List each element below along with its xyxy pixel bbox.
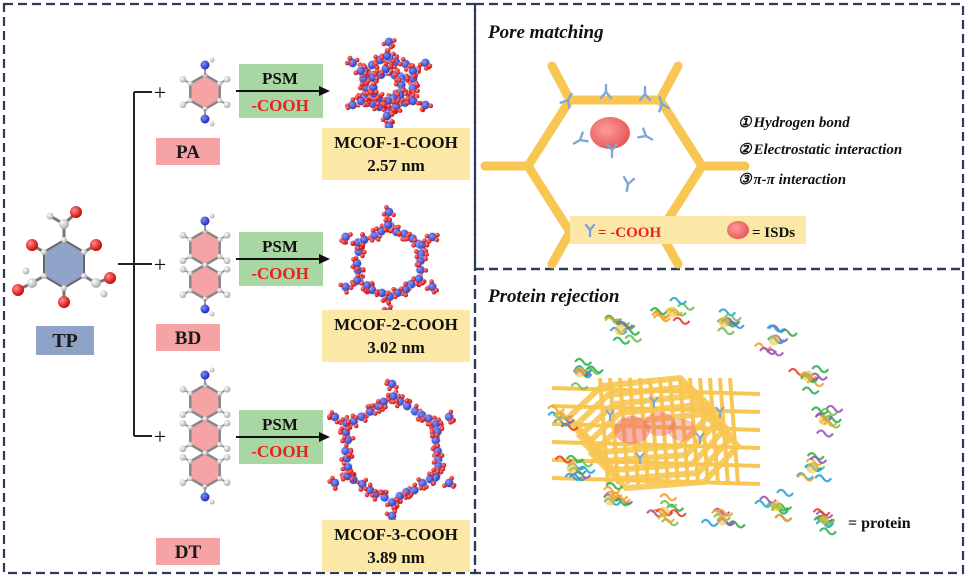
tp-molecule [12,206,116,308]
isd-molecule [590,117,630,149]
svg-text:= ISDs: = ISDs [752,225,795,241]
svg-text:MCOF-2-COOH: MCOF-2-COOH [334,315,458,334]
linker-molecules [180,58,231,505]
pore-matching-title: Pore matching [487,22,604,43]
linker-label-bd: BD [175,328,201,349]
protein-rejection-title: Protein rejection [487,286,619,307]
svg-text:③π-π interaction: ③π-π interaction [738,172,846,188]
psm-step-2: PSM -COOH [236,232,330,286]
psm-step-1: PSM -COOH [236,64,330,118]
plus-sign-3: + [154,424,166,449]
svg-text:PSM: PSM [262,237,298,256]
svg-text:MCOF-1-COOH: MCOF-1-COOH [334,133,458,152]
svg-text:2.57 nm: 2.57 nm [367,156,425,175]
psm-step-3: PSM -COOH [236,410,330,464]
svg-text:-COOH: -COOH [251,264,309,283]
product-label-1: MCOF-1-COOH 2.57 nm [322,128,470,180]
svg-text:3.89 nm: 3.89 nm [367,548,425,567]
tp-label: TP [52,330,78,352]
layered-framework [552,378,760,488]
svg-text:-COOH: -COOH [251,96,309,115]
branch-bracket [118,92,152,436]
svg-text:MCOF-3-COOH: MCOF-3-COOH [334,525,458,544]
mcof-frameworks [327,37,456,524]
protein-legend-label: = protein [848,515,911,532]
pore-legend: = -COOH = ISDs [570,216,806,244]
product-label-3: MCOF-3-COOH 3.89 nm [322,520,470,572]
protein-legend-icon [814,509,836,534]
plus-sign-2: + [154,252,166,277]
plus-sign-1: + [154,80,166,105]
product-label-2: MCOF-2-COOH 3.02 nm [322,310,470,362]
svg-text:-COOH: -COOH [251,442,309,461]
svg-text:= -COOH: = -COOH [598,225,661,241]
svg-text:3.02 nm: 3.02 nm [367,338,425,357]
isd-legend-icon [727,221,749,239]
svg-text:PSM: PSM [262,69,298,88]
linker-label-dt: DT [175,542,202,563]
linker-label-pa: PA [176,142,200,163]
svg-text:PSM: PSM [262,415,298,434]
